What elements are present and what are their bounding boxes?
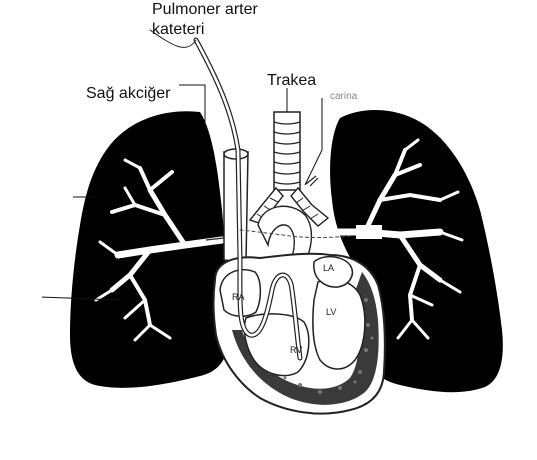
right-ventricle-label: RV xyxy=(290,346,302,355)
label-mask xyxy=(266,57,308,71)
left-ventricle-label: LV xyxy=(326,308,336,317)
pulmonary-catheter-label-line1: Pulmoner arter xyxy=(152,2,258,18)
left-atrium-label: LA xyxy=(323,264,334,273)
pulmonary-catheter-label-line2: kateteri xyxy=(152,22,204,38)
right-atrium-label: RA xyxy=(232,293,245,302)
label-mask xyxy=(356,225,382,239)
right-lung-label: Sağ akciğer xyxy=(86,86,171,102)
carina-label: carina xyxy=(330,92,357,102)
trachea-label: Trakea xyxy=(267,73,316,89)
label-mask xyxy=(12,290,42,306)
label-mask xyxy=(33,188,73,201)
